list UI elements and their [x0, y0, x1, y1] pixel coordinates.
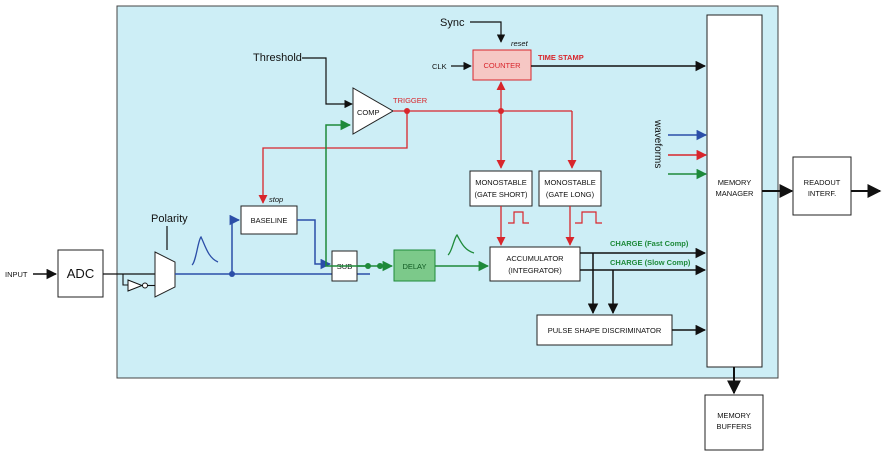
inverter-bubble [142, 282, 148, 289]
charge-slow-label: CHARGE (Slow Comp) [610, 258, 691, 267]
trigger-to-baseline-arrow [258, 111, 408, 204]
psd-label: PULSE SHAPE DISCRIMINATOR [548, 326, 662, 335]
baseline-label: BASELINE [251, 216, 288, 225]
green-node-2 [377, 263, 383, 269]
gate-long-pulse-icon [575, 211, 602, 224]
delay-label: DELAY [402, 262, 426, 271]
counter-block [472, 49, 532, 81]
delay-block [393, 249, 436, 282]
mem-buf-label-1: MEMORY [717, 411, 751, 420]
pulse-waveform-blue-icon [191, 235, 219, 266]
mono-long-label-2: (GATE LONG) [546, 190, 595, 199]
memory-manager-block [706, 14, 763, 368]
accumulator-block [489, 246, 581, 282]
mono-long-label-1: MONOSTABLE [544, 178, 596, 187]
mono-short-label-1: MONOSTABLE [475, 178, 527, 187]
mono-short-label-2: (GATE SHORT) [474, 190, 528, 199]
acc-label-2: (INTEGRATOR) [508, 266, 562, 275]
counter-label: COUNTER [483, 61, 521, 70]
sync-arrow [470, 21, 506, 43]
readout-label-2: INTERF. [808, 189, 836, 198]
signal-to-comp-arrow [325, 119, 368, 267]
polarity-mux [154, 251, 176, 298]
adc-block [57, 249, 104, 298]
comp-triangle [352, 87, 395, 135]
mono-short-block [469, 170, 533, 207]
inverter-path [122, 274, 128, 286]
mono-long-block [538, 170, 602, 207]
reset-label: reset [511, 39, 529, 48]
stop-label: stop [269, 195, 283, 204]
charge-fast-label: CHARGE (Fast Comp) [610, 239, 689, 248]
clk-label: CLK [432, 62, 447, 71]
trigger-label: TRIGGER [393, 96, 428, 105]
polarity-label: Polarity [151, 213, 188, 225]
memory-manager-label-2: MANAGER [716, 189, 755, 198]
input-label: INPUT [5, 270, 28, 279]
readout-label-1: READOUT [804, 178, 841, 187]
signal-to-baseline-arrow [229, 214, 241, 274]
readout-interf-block [792, 156, 852, 216]
comp-label: COMP [357, 108, 380, 117]
pulse-waveform-green-icon [447, 233, 475, 256]
baseline-block [240, 205, 298, 235]
psd-block [536, 314, 673, 346]
threshold-arrow [302, 57, 353, 109]
mem-buf-label-2: BUFFERS [716, 422, 751, 431]
gate-short-pulse-icon [508, 211, 529, 224]
adc-label: ADC [67, 266, 94, 281]
acc-label-1: ACCUMULATOR [506, 254, 564, 263]
time-stamp-label: TIME STAMP [538, 53, 584, 62]
memory-manager-label-1: MEMORY [718, 178, 752, 187]
waveforms-label: waveforms [652, 119, 663, 168]
fpga-panel [116, 5, 779, 379]
memory-buffers-block [704, 394, 764, 451]
baseline-to-sub-arrow [297, 219, 332, 270]
sync-label: Sync [440, 17, 465, 29]
inverter-icon [127, 279, 144, 292]
threshold-label: Threshold [253, 52, 302, 64]
